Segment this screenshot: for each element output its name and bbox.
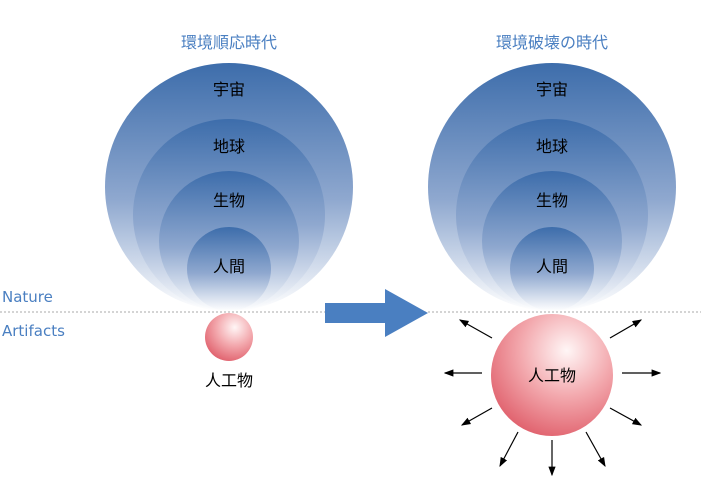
nature-label: Nature xyxy=(2,288,53,306)
transition-arrow-icon xyxy=(325,289,428,337)
ring-label: 宇宙 xyxy=(213,80,245,99)
arrow-icon xyxy=(499,431,519,468)
right-panel: 環境破壊の時代 宇宙 地球 生物 人間 人工物 xyxy=(428,33,676,477)
ring-label: 宇宙 xyxy=(536,80,568,99)
ring-label: 地球 xyxy=(536,137,568,156)
ring-label: 人間 xyxy=(536,257,568,276)
arrow-icon xyxy=(458,319,493,339)
ring-label: 地球 xyxy=(213,137,245,156)
arrow-icon xyxy=(585,431,606,468)
arrow-icon xyxy=(460,407,493,426)
arrow-icon xyxy=(609,319,643,339)
ring-label: 生物 xyxy=(213,191,245,210)
left-panel: 環境順応時代 宇宙 地球 生物 人間 人工物 xyxy=(105,33,353,390)
right-title: 環境破壊の時代 xyxy=(496,33,608,52)
artifact-label: 人工物 xyxy=(205,371,253,390)
left-title: 環境順応時代 xyxy=(181,33,277,52)
ring-label: 生物 xyxy=(536,191,568,210)
artifacts-label: Artifacts xyxy=(2,322,65,340)
arrow-icon xyxy=(609,407,643,426)
expansion-arrows xyxy=(443,319,662,477)
ring-label: 人間 xyxy=(213,257,245,276)
ring-human xyxy=(510,227,594,311)
artifact-sphere-large xyxy=(491,314,613,436)
artifact-label: 人工物 xyxy=(528,366,576,385)
ring-human xyxy=(187,227,271,311)
artifact-sphere-small xyxy=(205,313,253,361)
